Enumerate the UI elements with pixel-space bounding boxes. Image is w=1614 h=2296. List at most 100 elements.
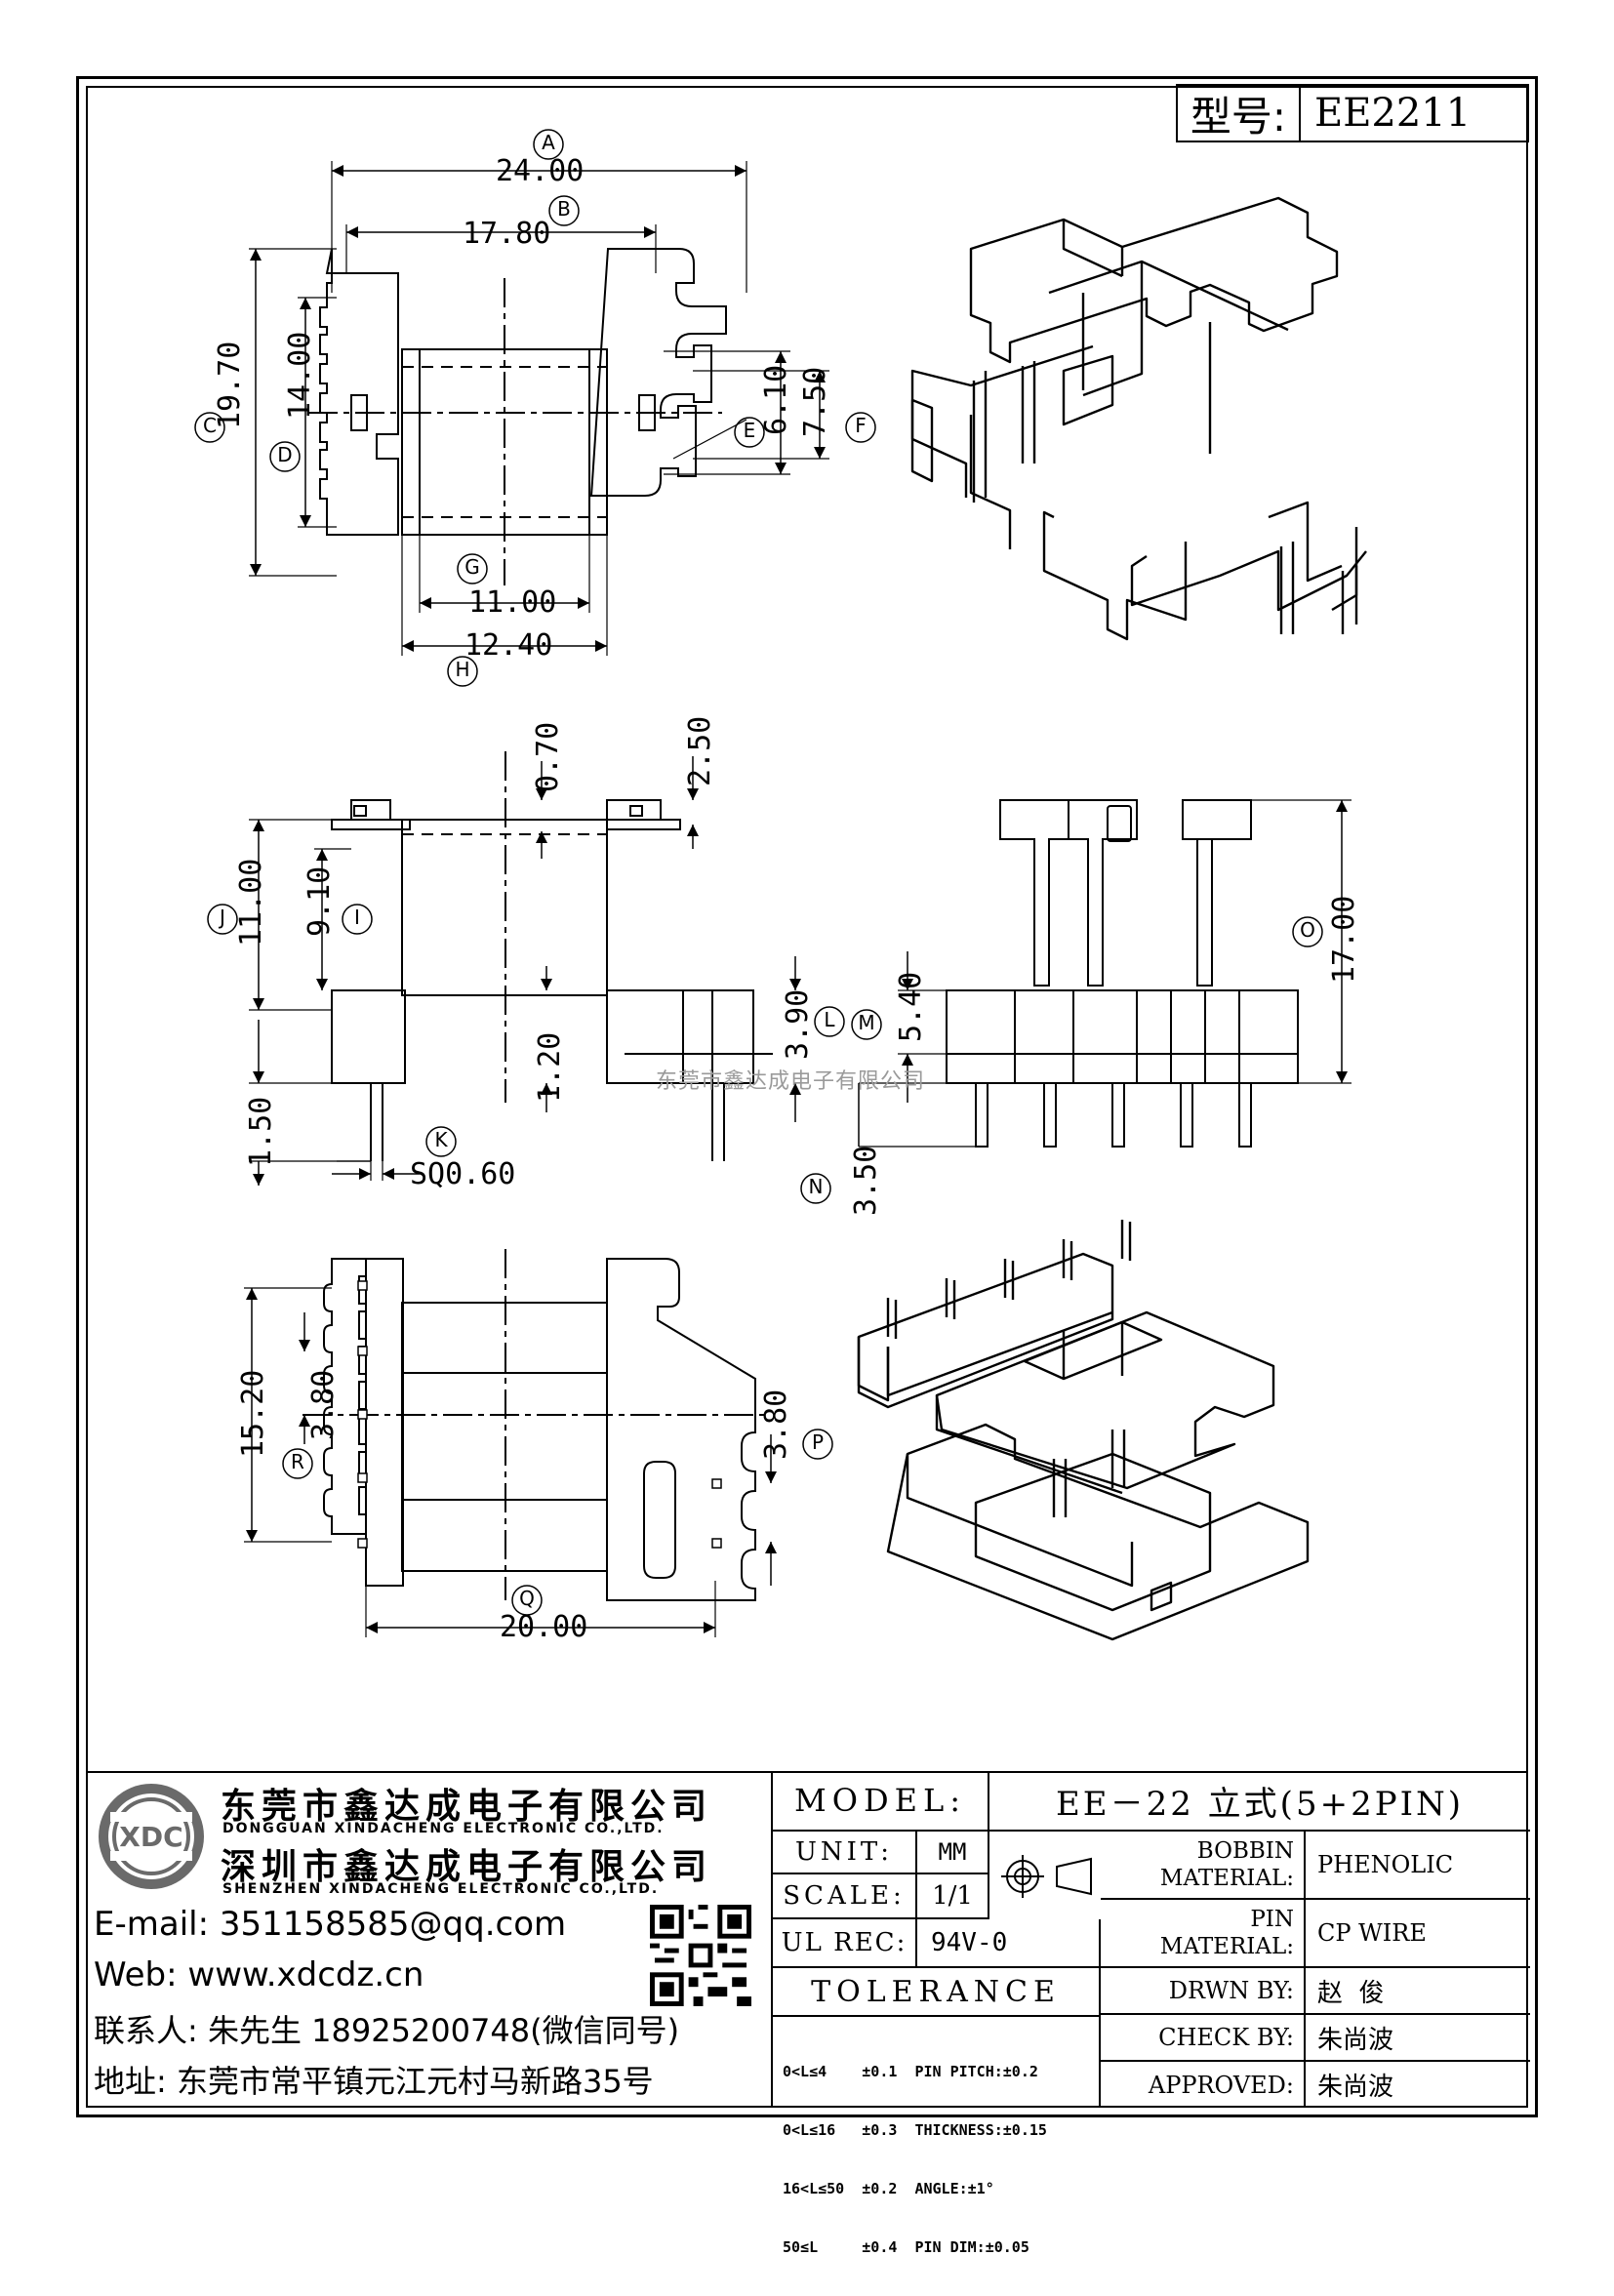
spec-table: MODEL: EE－22 立式(5+2PIN) UNIT: MM SCALE: …	[771, 1771, 1530, 2256]
tolerance-line-2: 0<L≤16 ±0.3 THICKNESS:±0.15	[783, 2121, 1047, 2139]
bobbin-value: PHENOLIC	[1306, 1832, 1530, 1900]
qr-code	[650, 1905, 751, 2006]
ulrec-value: 94V-0	[917, 1919, 1101, 1968]
dim-C: 19.70	[213, 341, 247, 429]
inner-frame	[86, 86, 1528, 2108]
dim-R: 3.80	[306, 1369, 341, 1440]
dim-J: 11.00	[234, 858, 268, 947]
model-number: EE2211	[1314, 91, 1472, 136]
watermark: 东莞市鑫达成电子有限公司	[656, 1069, 926, 1094]
iso-view-top	[910, 196, 1367, 641]
callout-L: L	[824, 1008, 835, 1031]
tolerance-table: 0<L≤4 ±0.1 PIN PITCH:±0.2 0<L≤16 ±0.3 TH…	[773, 2017, 1101, 2256]
dim-P: 3.80	[759, 1389, 793, 1460]
tolerance-line-3: 16<L≤50 ±0.2 ANGLE:±1°	[783, 2180, 994, 2197]
callout-G: G	[464, 555, 480, 579]
dim-N: 3.50	[849, 1145, 883, 1216]
check-label: CHECK BY:	[1101, 2015, 1306, 2062]
dim-E: 6.10	[759, 364, 793, 435]
dim-F: 7.50	[798, 366, 832, 437]
title-block	[86, 1771, 1528, 2108]
model-value: EE－22 立式(5+2PIN)	[989, 1771, 1530, 1832]
company-contact: 联系人: 朱先生 18925200748(微信同号)	[94, 2012, 680, 2049]
company-name-cn-1: 东莞市鑫达成电子有限公司	[221, 1787, 713, 1827]
technical-drawing	[194, 129, 1367, 1641]
iso-view-bottom	[857, 1220, 1310, 1641]
scale-label: SCALE:	[773, 1874, 917, 1919]
callout-B: B	[557, 197, 571, 221]
callout-C: C	[203, 414, 217, 437]
callout-N: N	[808, 1175, 824, 1198]
dim-O: 17.00	[1327, 895, 1361, 984]
callout-M: M	[858, 1011, 875, 1034]
callout-I: I	[354, 906, 360, 929]
callout-Q: Q	[519, 1587, 535, 1610]
pin-label-1: PIN	[1250, 1907, 1294, 1932]
callout-A: A	[542, 131, 555, 154]
dim-pcb-h: 15.20	[236, 1369, 270, 1458]
dim-base: 1.20	[533, 1031, 567, 1103]
bottom-view	[244, 1249, 777, 1637]
company-name-en-2: SHENZHEN XINDACHENG ELECTRONIC CO.,LTD.	[222, 1881, 660, 1897]
outer-frame	[76, 76, 1538, 2117]
top-left-flange	[332, 200, 363, 249]
pin-label-cell: PIN MATERIAL:	[1101, 1900, 1306, 1968]
bobbin-label-1: BOBBIN	[1196, 1838, 1294, 1864]
dim-D: 14.00	[283, 331, 317, 420]
company-logo: XDC	[99, 1784, 204, 1889]
callout-K: K	[434, 1128, 448, 1151]
dim-M: 5.40	[894, 971, 928, 1042]
dim-H: 12.40	[464, 628, 553, 663]
company-email: E-mail: 351158585@qq.com	[94, 1905, 567, 1944]
scale-value: 1/1	[917, 1874, 989, 1919]
dim-L: 3.90	[781, 988, 815, 1060]
dim-pin-len: 1.50	[244, 1096, 278, 1167]
model-number-label: 型号:	[1178, 86, 1301, 141]
pin-value: CP WIRE	[1306, 1900, 1530, 1968]
side-view	[858, 799, 1352, 1148]
top-view-outline-left	[319, 248, 399, 536]
drawn-value: 赵 俊	[1306, 1968, 1530, 2015]
approved-value: 朱尚波	[1317, 2073, 1394, 2102]
bobbin-label-2: MATERIAL:	[1159, 1866, 1294, 1891]
dim-Q: 20.00	[500, 1610, 588, 1644]
callout-O: O	[1300, 918, 1315, 942]
callout-circles	[194, 129, 1323, 1616]
company-name-cn-2: 深圳市鑫达成电子有限公司	[221, 1847, 713, 1887]
callout-E: E	[743, 419, 756, 442]
top-view-outline-right	[589, 248, 727, 497]
front-view	[249, 751, 801, 1186]
model-label: MODEL:	[773, 1771, 989, 1832]
logo-text: XDC	[119, 1821, 182, 1853]
callout-J: J	[220, 906, 225, 929]
company-name-en-1: DONGGUAN XINDACHENG ELECTRONIC CO.,LTD.	[222, 1821, 665, 1836]
unit-value: MM	[917, 1832, 989, 1874]
ulrec-label: UL REC:	[773, 1919, 917, 1968]
unit-label: UNIT:	[773, 1832, 917, 1874]
company-web: Web: www.xdcdz.cn	[94, 1955, 424, 1994]
callout-P: P	[811, 1430, 825, 1454]
model-number-box: 型号: EE2211	[1176, 84, 1529, 142]
approved-label: APPROVED:	[1101, 2062, 1306, 2108]
callout-F: F	[855, 414, 867, 437]
bobbin-label-cell: BOBBIN MATERIAL:	[1101, 1832, 1306, 1900]
dim-top-right: 2.50	[683, 715, 717, 786]
top-view	[249, 161, 829, 656]
dim-B: 17.80	[463, 217, 551, 251]
pin-label-2: MATERIAL:	[1159, 1934, 1294, 1959]
dim-K: SQ0.60	[410, 1157, 516, 1191]
dim-A: 24.00	[496, 154, 585, 188]
tolerance-line-1: 0<L≤4 ±0.1 PIN PITCH:±0.2	[783, 2063, 1038, 2080]
callout-H: H	[455, 658, 470, 681]
projection-symbol	[1001, 1855, 1092, 1898]
drawn-label: DRWN BY:	[1101, 1968, 1306, 2015]
tolerance-label: TOLERANCE	[773, 1968, 1101, 2017]
dim-G: 11.00	[468, 585, 557, 620]
callout-D: D	[277, 443, 293, 466]
callout-R: R	[291, 1450, 304, 1473]
tolerance-line-4: 50≤L ±0.4 PIN DIM:±0.05	[783, 2238, 1029, 2256]
dim-I: 9.10	[303, 866, 337, 937]
company-address: 地址: 东莞市常平镇元江元村马新路35号	[94, 2063, 654, 2100]
check-value: 朱尚波	[1306, 2015, 1530, 2062]
dim-top-small: 0.70	[531, 721, 565, 792]
